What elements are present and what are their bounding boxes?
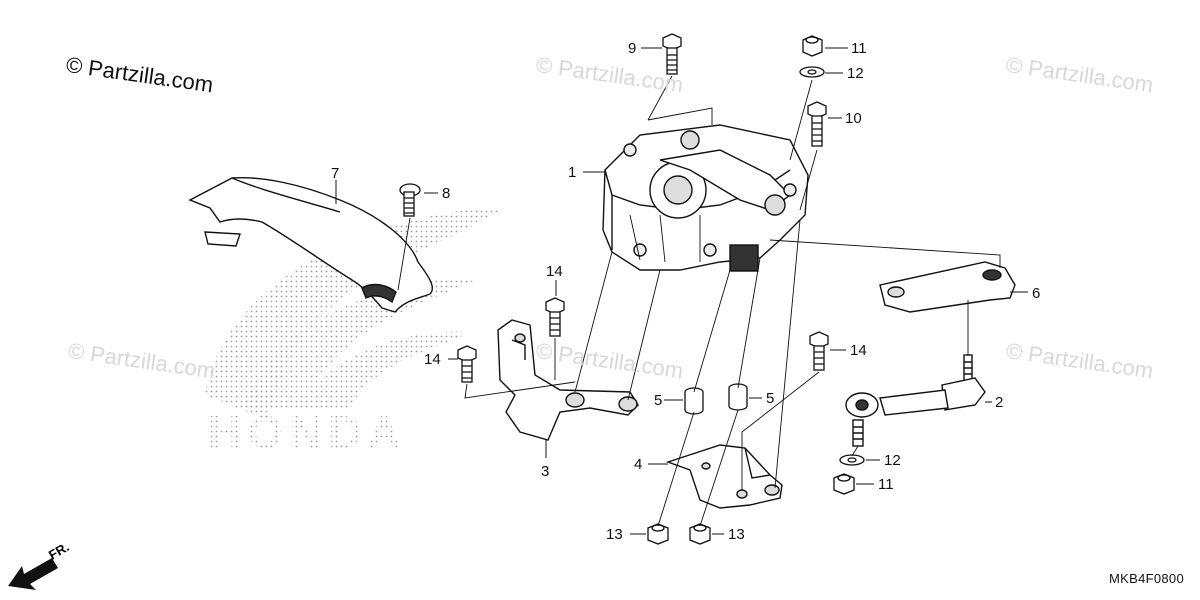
part-14-bolt-a (545, 297, 565, 337)
callout-labels: 1 9 11 12 10 6 2 12 11 7 8 14 14 14 3 5 … (331, 40, 1040, 543)
part-13-nut-a (647, 523, 669, 545)
front-arrow-icon: FR. (8, 539, 72, 590)
diagram-code: MKB4F0800 (1109, 571, 1184, 586)
part-11-nut-top (802, 35, 823, 57)
part-6-bracket (879, 261, 1016, 313)
part-2-rod-end (845, 354, 986, 447)
callout-14-mid: 14 (546, 263, 563, 280)
part-9-bolt (662, 33, 682, 75)
part-4-bracket (665, 444, 783, 509)
part-13-nut-b (689, 523, 711, 545)
part-14-bolt-c (809, 331, 829, 371)
honda-wordmark: HONDA (208, 406, 407, 458)
callout-3: 3 (541, 463, 549, 480)
honda-wing-logo (205, 208, 500, 420)
callout-5-right: 5 (766, 390, 774, 407)
part-12-washer-top (799, 66, 825, 78)
callout-14-right: 14 (850, 342, 867, 359)
callout-9: 9 (628, 40, 636, 57)
callout-5-left: 5 (654, 392, 662, 409)
callout-6: 6 (1032, 285, 1040, 302)
callout-10: 10 (845, 110, 862, 127)
callout-13-right: 13 (728, 526, 745, 543)
part-10-bolt (807, 101, 827, 147)
callout-leaders (335, 47, 1028, 535)
part-12-washer-bottom (839, 454, 865, 466)
callout-12-bottom: 12 (884, 452, 901, 469)
front-label: FR. (46, 539, 72, 562)
part-3-bracket (497, 319, 639, 441)
part-14-bolt-b (457, 345, 477, 383)
callout-11-bottom: 11 (878, 476, 894, 493)
callout-2: 2 (995, 394, 1003, 411)
part-8-screw (399, 183, 421, 217)
assembly-guide-lines (397, 75, 1001, 527)
part-1-actuator (602, 124, 809, 272)
callout-14-left: 14 (424, 351, 441, 368)
part-11-nut-bottom (833, 473, 855, 495)
callout-4: 4 (634, 456, 642, 473)
part-7-cover (188, 177, 434, 313)
callout-8: 8 (442, 185, 450, 202)
callout-7: 7 (331, 165, 339, 182)
callout-13-left: 13 (606, 526, 623, 543)
callout-12-top: 12 (847, 65, 864, 82)
callout-1: 1 (568, 164, 576, 181)
callout-11-top: 11 (851, 40, 867, 57)
